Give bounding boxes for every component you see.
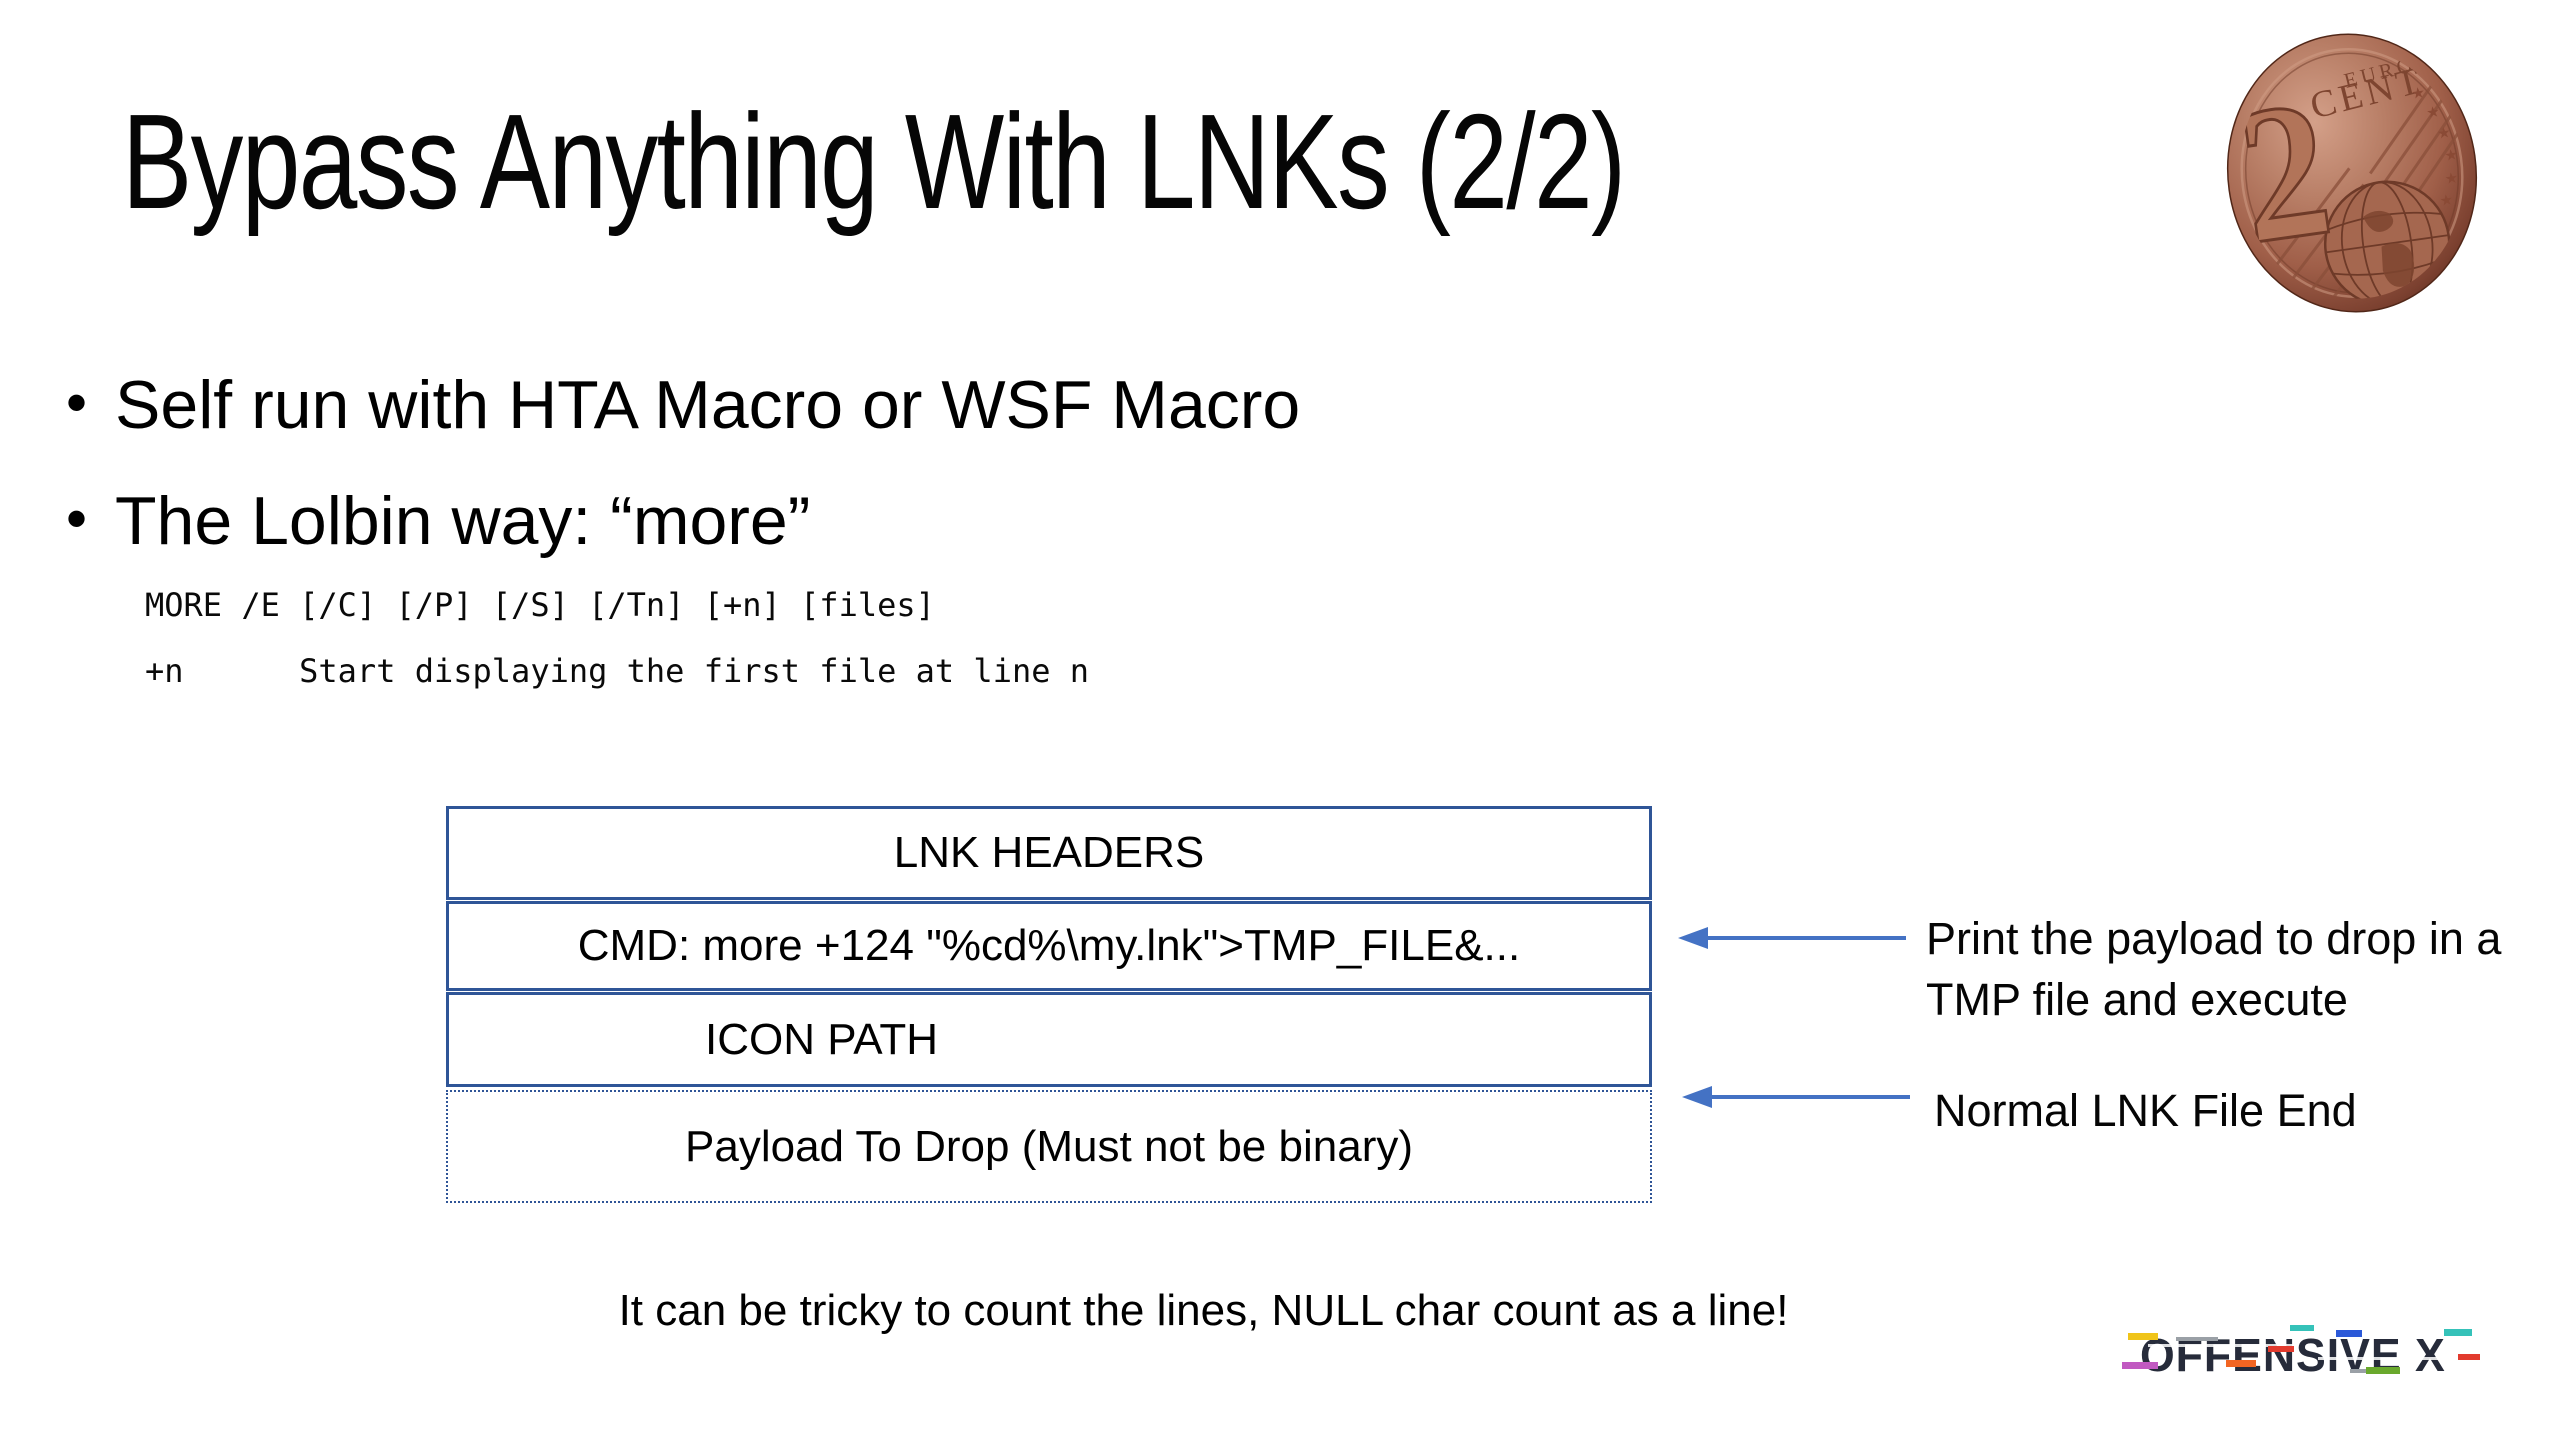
- slide-title: Bypass Anything With LNKs (2/2): [122, 86, 1626, 237]
- bullet-item-2: • The Lolbin way: “more”: [66, 484, 810, 559]
- logo-glitch-bar: [2366, 1367, 2400, 1374]
- diagram-row-payload: Payload To Drop (Must not be binary): [446, 1090, 1652, 1203]
- logo-glitch-bar: [2336, 1330, 2362, 1337]
- diagram-row-label: CMD: more +124 "%cd%\my.lnk">TMP_FILE&..…: [577, 921, 1521, 970]
- annotation-print-payload: Print the payload to drop in a TMP file …: [1926, 913, 2502, 1025]
- diagram-row-label: Payload To Drop (Must not be binary): [685, 1121, 1413, 1171]
- svg-text:★: ★: [2410, 84, 2426, 103]
- logo-glitch-bar: [2318, 1357, 2464, 1360]
- bullet-icon: •: [66, 485, 88, 552]
- logo-glitch-bar: [2290, 1325, 2314, 1331]
- logo-glitch-bar: [2176, 1337, 2218, 1341]
- left-arrow-icon: [1678, 925, 1908, 951]
- logo-glitch-bar: [2128, 1333, 2158, 1340]
- svg-text:★: ★: [2444, 169, 2460, 188]
- bullet-item-1: • Self run with HTA Macro or WSF Macro: [66, 368, 1300, 443]
- logo-glitch-bar: [2226, 1360, 2256, 1367]
- svg-text:★: ★: [2439, 191, 2455, 210]
- logo-glitch-bar: [2458, 1354, 2480, 1360]
- svg-text:★: ★: [2443, 146, 2459, 165]
- logo-glitch-bar: [2122, 1362, 2158, 1369]
- diagram-row-cmd: CMD: more +124 "%cd%\my.lnk">TMP_FILE&..…: [446, 901, 1652, 991]
- bullet-text: Self run with HTA Macro or WSF Macro: [115, 367, 1301, 443]
- annotation-normal-lnk-end: Normal LNK File End: [1934, 1085, 2357, 1136]
- logo-glitch-bar: [2268, 1346, 2294, 1352]
- svg-text:★: ★: [2425, 103, 2441, 122]
- bullet-icon: •: [66, 369, 88, 436]
- diagram-row-lnk-headers: LNK HEADERS: [446, 806, 1652, 900]
- left-arrow-icon: [1682, 1084, 1912, 1110]
- footer-note: It can be tricky to count the lines, NUL…: [618, 1286, 1789, 1335]
- code-line-plus-n: +n Start displaying the first file at li…: [145, 652, 1090, 690]
- coin-globe: [2323, 180, 2451, 308]
- diagram-row-label: ICON PATH: [705, 1014, 939, 1064]
- euro-coin-image: 2 EURO CENT ★★ ★★ ★★ ★★ ★★ ★★: [2222, 16, 2482, 336]
- logo-glitch-bar: [2148, 1344, 2298, 1347]
- diagram-row-label: LNK HEADERS: [893, 828, 1205, 877]
- logo-glitch-bar: [2444, 1329, 2472, 1336]
- code-line-more-syntax: MORE /E [/C] [/P] [/S] [/Tn] [+n] [files…: [145, 586, 935, 624]
- svg-text:★: ★: [2436, 124, 2452, 143]
- offensive-x-logo: OFFENSIVE X: [2122, 1325, 2490, 1384]
- diagram-row-icon-path: ICON PATH: [446, 992, 1652, 1087]
- bullet-text: The Lolbin way: “more”: [115, 483, 811, 559]
